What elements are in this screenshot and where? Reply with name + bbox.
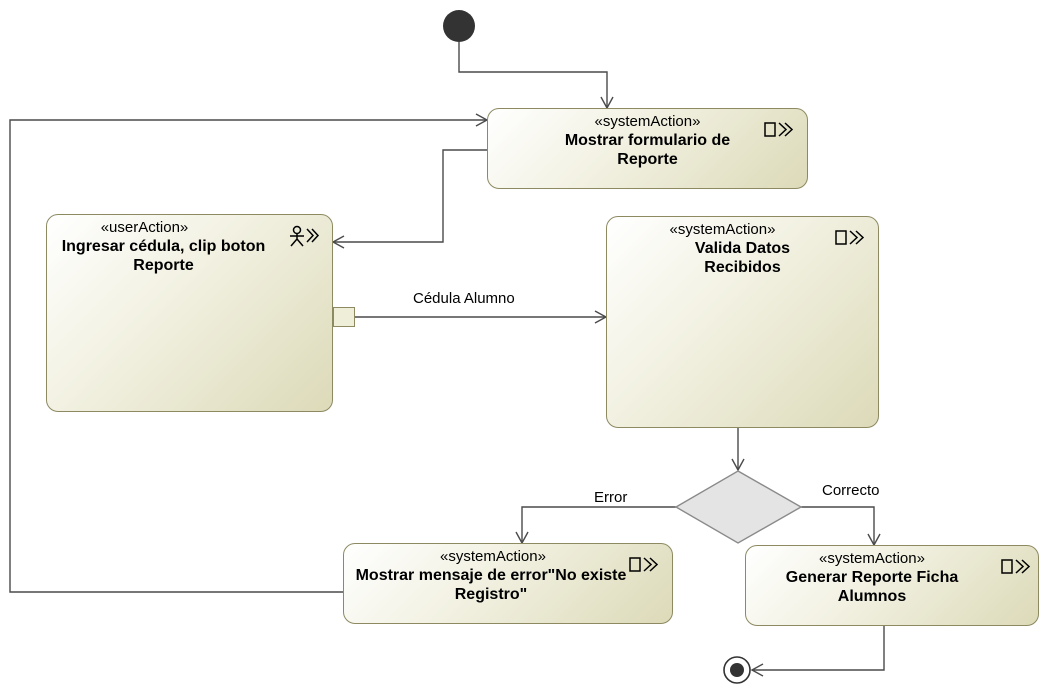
system-action-icon — [1001, 559, 1031, 574]
system-action-icon — [764, 122, 794, 137]
user-action-icon — [290, 225, 320, 247]
flow-error — [515, 506, 676, 545]
edge-label-cedula-alumno: Cédula Alumno — [413, 290, 515, 307]
edge-label-correcto: Correcto — [822, 482, 880, 499]
stereotype-label: «systemAction» — [440, 548, 546, 565]
action-title: Mostrar formulario de Reporte — [564, 132, 731, 168]
flow-mostrar-formulario-to-ingresar-cedula — [331, 149, 487, 249]
output-pin-cedula — [333, 307, 355, 327]
stereotype-label: «systemAction» — [819, 550, 925, 567]
action-generar-reporte[interactable]: «systemAction» Generar Reporte Ficha Alu… — [745, 545, 1039, 626]
system-action-icon — [629, 557, 659, 572]
action-valida-datos[interactable]: «systemAction» Valida Datos Recibidos — [606, 216, 879, 428]
action-ingresar-cedula[interactable]: «userAction» Ingresar cédula, clip boton… — [46, 214, 333, 412]
final-node-inner — [730, 663, 744, 677]
initial-node — [443, 10, 475, 42]
action-title: Mostrar mensaje de error"No existe Regis… — [355, 567, 627, 603]
action-title: Ingresar cédula, clip boton Reporte — [61, 238, 266, 274]
action-title: Generar Reporte Ficha Alumnos — [785, 569, 959, 605]
flow-correcto — [801, 506, 881, 547]
flow-initial-to-mostrar-formulario — [458, 42, 614, 110]
stereotype-label: «systemAction» — [669, 221, 776, 238]
stereotype-label: «systemAction» — [594, 113, 701, 130]
flow-generar-to-final — [750, 626, 885, 677]
flow-error-loop-back — [9, 113, 489, 593]
system-action-icon — [835, 230, 865, 245]
action-title: Valida Datos Recibidos — [694, 240, 791, 276]
decision-node — [674, 470, 803, 544]
action-mostrar-formulario[interactable]: «systemAction» Mostrar formulario de Rep… — [487, 108, 808, 189]
stereotype-label: «userAction» — [100, 219, 189, 236]
action-mostrar-mensaje-error[interactable]: «systemAction» Mostrar mensaje de error"… — [343, 543, 673, 624]
edge-label-error: Error — [594, 489, 628, 506]
